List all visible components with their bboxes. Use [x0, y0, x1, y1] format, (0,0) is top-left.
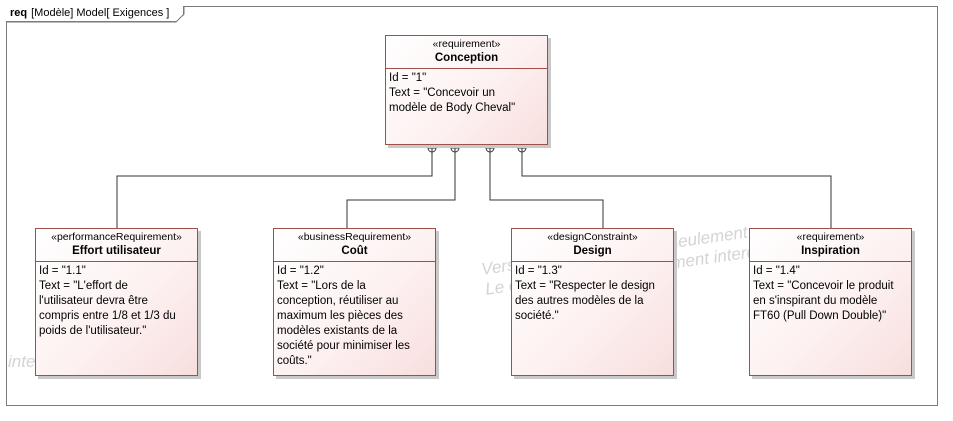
requirement-name: Conception — [434, 52, 499, 64]
containment-circle-4 — [517, 143, 527, 153]
stereotype-label: «businessRequirement» — [297, 231, 412, 243]
requirement-design[interactable]: «designConstraint» Design Id = "1.3" Tex… — [511, 228, 674, 376]
requirement-id: Id = "1.4" — [753, 265, 800, 277]
frame-kind-label: req — [10, 7, 28, 19]
requirement-name: Design — [573, 245, 612, 257]
requirement-header: «performanceRequirement» Effort utilisat… — [36, 229, 197, 262]
requirement-header: «designConstraint» Design — [512, 229, 673, 262]
requirement-id: Id = "1.2" — [277, 265, 324, 277]
link-inspiration — [521, 150, 832, 228]
requirement-id: Id = "1" — [389, 72, 427, 84]
requirement-body: Id = "1" Text = "Concevoir un modèle de … — [386, 69, 547, 118]
requirement-header: «requirement» Inspiration — [750, 229, 911, 262]
requirement-text: Text = "Concevoir un modèle de Body Chev… — [389, 87, 516, 114]
containment-circle-1 — [427, 143, 437, 153]
requirement-body: Id = "1.3" Text = "Respecter le design d… — [512, 262, 673, 326]
frame-path-label: [Modèle] Model[ Exigences ] — [31, 7, 170, 19]
requirement-body: Id = "1.4" Text = "Concevoir le produit … — [750, 262, 911, 326]
stereotype-label: «requirement» — [796, 231, 865, 243]
requirement-text: Text = "Concevoir le produit en s'inspir… — [753, 280, 894, 322]
requirement-body: Id = "1.1" Text = "L'effort de l'utilisa… — [36, 262, 197, 341]
containment-circle-2 — [450, 143, 460, 153]
requirement-header: «requirement» Conception — [386, 36, 547, 69]
requirement-id: Id = "1.3" — [515, 265, 562, 277]
frame-header-tab: req[Modèle] Model[ Exigences ] — [6, 6, 184, 22]
requirement-effort-utilisateur[interactable]: «performanceRequirement» Effort utilisat… — [35, 228, 198, 376]
requirement-name: Coût — [341, 245, 368, 257]
containment-circle-3 — [485, 143, 495, 153]
link-effort-utilisateur — [116, 150, 433, 228]
requirement-inspiration[interactable]: «requirement» Inspiration Id = "1.4" Tex… — [749, 228, 912, 376]
diagram-frame — [6, 6, 938, 406]
link-design — [489, 150, 604, 228]
requirement-conception[interactable]: «requirement» Conception Id = "1" Text =… — [385, 35, 548, 145]
requirement-text: Text = "L'effort de l'utilisateur devra … — [39, 280, 176, 337]
requirement-name: Effort utilisateur — [72, 245, 161, 257]
requirement-id: Id = "1.1" — [39, 265, 86, 277]
stereotype-label: «designConstraint» — [547, 231, 638, 243]
requirement-header: «businessRequirement» Coût — [274, 229, 435, 262]
stereotype-label: «performanceRequirement» — [51, 231, 182, 243]
requirement-body: Id = "1.2" Text = "Lors de la conception… — [274, 262, 435, 371]
requirement-name: Inspiration — [801, 245, 860, 257]
requirement-text: Text = "Lors de la conception, réutilise… — [277, 280, 410, 367]
stereotype-label: «requirement» — [432, 38, 501, 50]
link-cout — [346, 150, 456, 228]
requirement-cout[interactable]: «businessRequirement» Coût Id = "1.2" Te… — [273, 228, 436, 376]
requirement-text: Text = "Respecter le design des autres m… — [515, 280, 655, 322]
